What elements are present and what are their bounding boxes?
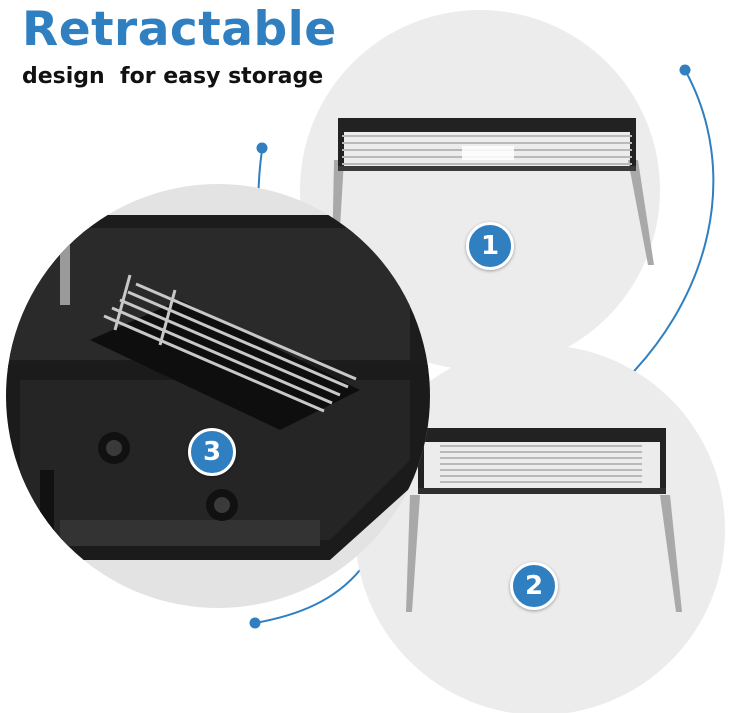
step-3-scene (6, 184, 430, 608)
step-2-scene (355, 345, 725, 713)
step-badge-3: 3 (188, 428, 236, 476)
connector-dot (256, 142, 268, 154)
connector-dot (679, 64, 691, 76)
step-number-3: 3 (202, 437, 222, 467)
headline: Retractable (22, 2, 337, 57)
step-number-2: 2 (524, 571, 544, 601)
step-number-1: 1 (480, 231, 500, 261)
connector-dot (249, 617, 261, 629)
subline: design for easy storage (22, 64, 324, 89)
step-badge-1: 1 (466, 222, 514, 270)
step-badge-2: 2 (510, 562, 558, 610)
